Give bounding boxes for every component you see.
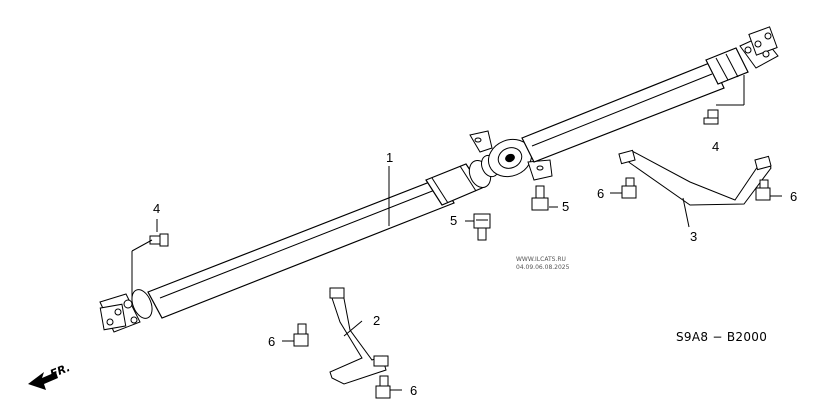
propeller-shaft bbox=[99, 26, 779, 333]
watermark-site: WWW.ILCATS.RU bbox=[516, 256, 566, 263]
callout-bolt-bearing-left: 5 bbox=[450, 213, 457, 228]
upper-stay bbox=[618, 149, 772, 206]
leader-lines bbox=[131, 75, 782, 391]
bolt-rear-joint bbox=[703, 109, 719, 125]
front-universal-joint bbox=[99, 289, 153, 333]
diagram-code: S9A8 − B2000 bbox=[676, 330, 767, 344]
callout-bolt-bearing-right: 5 bbox=[562, 199, 569, 214]
callout-stay-upper: 3 bbox=[690, 229, 697, 244]
bolt-front-joint bbox=[149, 233, 169, 247]
callout-bolt-lower-left: 6 bbox=[268, 334, 275, 349]
arrow-icon bbox=[28, 372, 58, 390]
bolt-upper-left bbox=[621, 177, 637, 199]
callout-shaft: 1 bbox=[386, 150, 393, 165]
bolt-lower-left bbox=[293, 323, 309, 347]
direction-label: FR. bbox=[48, 361, 72, 381]
callout-stay-lower: 2 bbox=[373, 313, 380, 328]
watermark-date: 04.09.06.08.2025 bbox=[516, 264, 570, 271]
bolt-bearing-left bbox=[473, 213, 491, 241]
bolt-upper-right bbox=[755, 179, 771, 201]
callout-bolt-upper-right: 6 bbox=[790, 189, 797, 204]
lower-stay bbox=[329, 287, 389, 385]
rear-universal-joint bbox=[739, 26, 779, 69]
callout-bolt-lower-right: 6 bbox=[410, 383, 417, 398]
front-direction-arrow: FR. bbox=[28, 361, 72, 390]
callout-bolt-front: 4 bbox=[153, 201, 160, 216]
bolt-bearing-right bbox=[531, 185, 549, 211]
callout-bolt-rear: 4 bbox=[712, 139, 719, 154]
bolt-lower-right bbox=[375, 375, 391, 399]
callout-bolt-upper-left: 6 bbox=[597, 186, 604, 201]
